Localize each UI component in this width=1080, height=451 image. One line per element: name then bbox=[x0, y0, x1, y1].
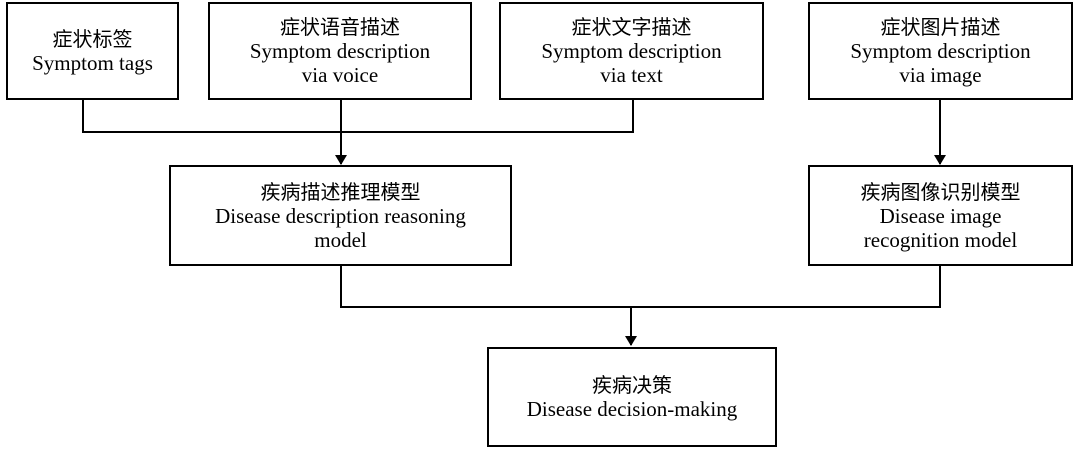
node-disease-decision: 疾病决策 Disease decision-making bbox=[487, 347, 777, 447]
node-label-zh: 疾病决策 bbox=[592, 373, 672, 397]
node-recognition-model: 疾病图像识别模型 Disease image recognition model bbox=[808, 165, 1073, 266]
node-label-zh: 症状语音描述 bbox=[280, 15, 400, 39]
node-symptom-text: 症状文字描述 Symptom description via text bbox=[499, 2, 764, 100]
node-reasoning-model: 疾病描述推理模型 Disease description reasoning m… bbox=[169, 165, 512, 266]
node-label-en: Symptom description bbox=[850, 39, 1031, 63]
connector-recognition bbox=[631, 266, 941, 308]
node-label-en: model bbox=[314, 227, 367, 252]
connector-reasoning bbox=[340, 266, 631, 308]
node-label-en: Disease image bbox=[879, 203, 1002, 228]
node-label-zh: 症状标签 bbox=[52, 27, 133, 51]
node-label-en: via text bbox=[600, 63, 663, 87]
node-symptom-image: 症状图片描述 Symptom description via image bbox=[808, 2, 1073, 100]
node-label-zh: 疾病描述推理模型 bbox=[260, 179, 421, 204]
node-label-en: via image bbox=[899, 63, 982, 87]
node-label-en: recognition model bbox=[863, 227, 1018, 252]
node-label-zh: 症状文字描述 bbox=[571, 15, 692, 39]
node-label-en: Symptom tags bbox=[32, 51, 153, 75]
node-label-en: Symptom description bbox=[541, 39, 722, 63]
node-label-en: Disease decision-making bbox=[526, 397, 738, 421]
node-symptom-tags: 症状标签 Symptom tags bbox=[6, 2, 179, 100]
node-label-en: Disease description reasoning bbox=[215, 203, 466, 228]
connector-text bbox=[341, 100, 634, 133]
node-label-zh: 疾病图像识别模型 bbox=[860, 179, 1021, 204]
node-label-en: via voice bbox=[301, 63, 379, 87]
node-symptom-voice: 症状语音描述 Symptom description via voice bbox=[208, 2, 472, 100]
connector-tags bbox=[82, 100, 341, 133]
node-label-zh: 症状图片描述 bbox=[880, 15, 1001, 39]
node-label-en: Symptom description bbox=[249, 39, 431, 63]
